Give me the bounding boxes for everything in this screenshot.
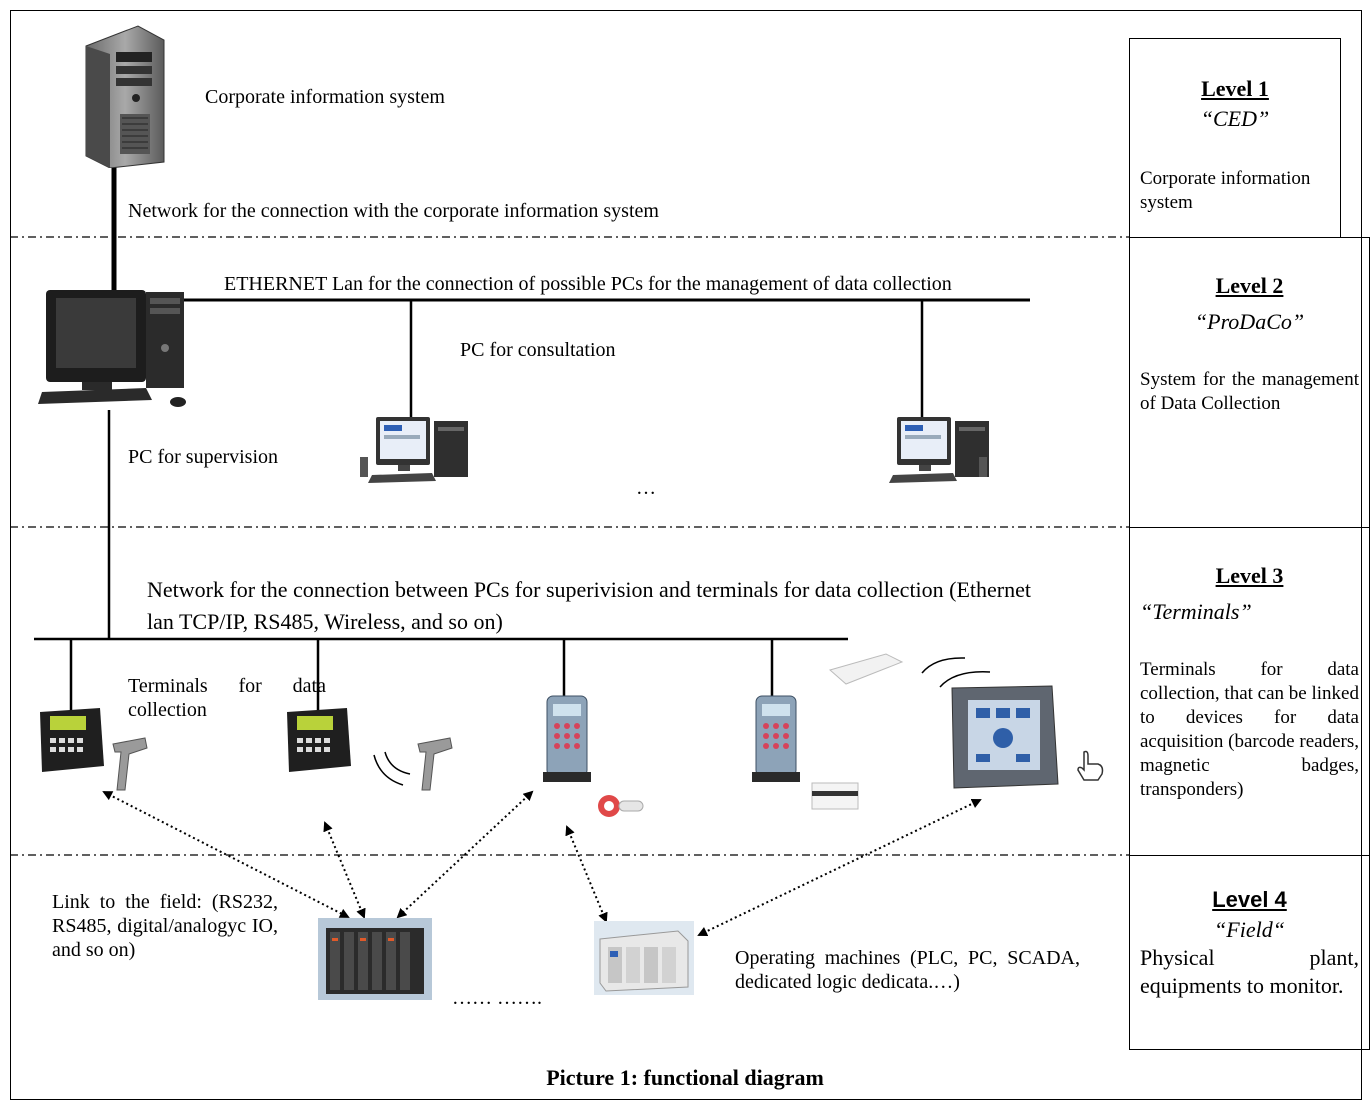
network-corporate-label: Network for the connection with the corp… [128, 200, 659, 222]
network-terminals-label: Network for the connection between PCs f… [147, 577, 1032, 634]
level-3-panel: Level 3 “Terminals” Terminals for data c… [1129, 527, 1370, 856]
desktop-pc-icon [34, 284, 204, 419]
link-field-label: Link to the field: (RS232, RS485, digita… [52, 891, 278, 961]
operating-machines-label: Operating machines (PLC, PC, SCADA, dedi… [735, 947, 1080, 993]
level-1-description: Corporate information system [1140, 168, 1311, 213]
io-rack-icon [318, 918, 432, 1005]
level-3-title: Level 3 [1215, 563, 1284, 588]
level-4-title: Level 4 [1212, 887, 1287, 912]
level-4-description: Physical plant, equipments to monitor. [1140, 945, 1359, 998]
level-4-panel: Level 4 “Field“ Physical plant, equipmen… [1129, 855, 1370, 1050]
corporate-info-system-label: Corporate information system [205, 86, 445, 108]
level-2-name: “ProDaCo” [1194, 309, 1305, 334]
transponder-icon [597, 791, 647, 826]
server-tower-icon [76, 18, 166, 173]
level-3-name: “Terminals” [1140, 599, 1252, 624]
ethernet-lan-label: ETHERNET Lan for the connection of possi… [224, 273, 952, 295]
level-1-title: Level 1 [1201, 76, 1269, 101]
desktop-pc-icon [358, 415, 473, 495]
level-2-title: Level 2 [1215, 273, 1284, 298]
touch-hand-icon [1074, 748, 1106, 787]
barcode-scanner-icon [412, 734, 456, 799]
level-1-name: “CED” [1200, 106, 1270, 131]
field-ellipsis: …… ……. [452, 987, 542, 1009]
magnetic-badge-icon [810, 781, 860, 816]
desktop-pc-icon [879, 415, 994, 495]
level-2-description: System for the management of Data Collec… [1140, 369, 1359, 414]
pc-ellipsis: … [636, 477, 656, 499]
keypad-terminal-icon [752, 694, 804, 789]
level-1-panel: Level 1 “CED” Corporate information syst… [1129, 38, 1341, 238]
data-terminal-icon [36, 706, 106, 781]
barcode-scanner-icon [107, 734, 151, 799]
touch-panel-icon [946, 684, 1066, 799]
figure-caption: Picture 1: functional diagram [546, 1065, 824, 1090]
data-terminal-icon [283, 706, 353, 781]
level-2-panel: Level 2 “ProDaCo” System for the managem… [1129, 237, 1370, 528]
keypad-terminal-icon [543, 694, 595, 789]
plc-icon [594, 921, 694, 1000]
pc-supervision-label: PC for supervision [128, 446, 278, 468]
pc-consultation-label: PC for consultation [460, 339, 616, 361]
level-3-description: Terminals for data collection, that can … [1140, 659, 1359, 800]
level-4-name: “Field“ [1214, 917, 1285, 942]
terminals-data-collection-label: Terminals for data collection [128, 675, 326, 721]
handheld-reader-icon [826, 650, 906, 695]
wireless-arcs [373, 657, 991, 786]
field-links [102, 790, 982, 937]
